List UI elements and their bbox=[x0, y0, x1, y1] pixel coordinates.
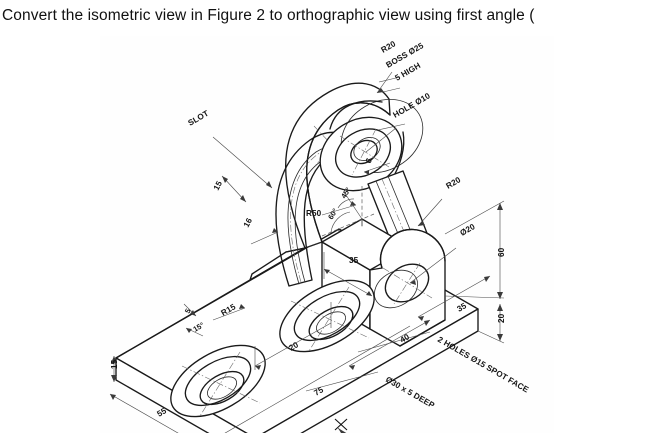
dimension-lines bbox=[109, 71, 505, 433]
annotation-chamfer-size: 5 bbox=[183, 307, 193, 315]
annotation-slot-width: 15 bbox=[212, 179, 224, 192]
annotation-slot: SLOT bbox=[187, 109, 211, 128]
annotation-hole-offset-40: 40 bbox=[399, 332, 412, 345]
annotation-radius-20-right: R20 bbox=[445, 175, 463, 191]
right-bearing-lug bbox=[369, 228, 446, 347]
spotface-hole-near bbox=[170, 344, 266, 418]
annotation-base-length-75: 75 bbox=[313, 385, 326, 398]
annotation-rib-width: 35 bbox=[349, 256, 359, 265]
annotation-spotface-note: 2 HOLES Ø15 SPOT FACE bbox=[436, 335, 531, 395]
figure-2-isometric-drawing: SLOT 15 16 R50 60° 45° R20 BOSS Ø25 5 HI… bbox=[100, 36, 554, 433]
drawing-canvas: SLOT 15 16 R50 60° 45° R20 BOSS Ø25 5 HI… bbox=[109, 39, 531, 433]
annotation-hole-pitch-20: 20 bbox=[288, 340, 301, 353]
annotation-height-20: 20 bbox=[497, 313, 506, 323]
angled-web bbox=[115, 82, 391, 359]
question-text: Convert the isometric view in Figure 2 t… bbox=[2, 7, 535, 24]
spotface-hole-far bbox=[279, 279, 375, 353]
annotation-hole-dia-10: HOLE Ø10 bbox=[392, 91, 433, 120]
upper-boss-eye bbox=[319, 98, 424, 192]
annotation-slot-inner: 16 bbox=[242, 216, 254, 229]
annotation-base-thickness: 15 bbox=[110, 359, 119, 369]
annotation-radius-20-top: R20 bbox=[380, 39, 398, 55]
annotation-edge-offset-35: 35 bbox=[456, 301, 469, 314]
annotation-base-width-55: 55 bbox=[156, 406, 169, 419]
annotation-radius-50: R50 bbox=[306, 209, 322, 218]
annotation-height-60: 60 bbox=[497, 247, 506, 257]
annotation-bore-dia-20: Ø20 bbox=[459, 222, 477, 238]
annotation-spotface-detail: Ø30 x 5 DEEP bbox=[384, 375, 436, 410]
annotation-link-width: 6 bbox=[364, 156, 374, 165]
